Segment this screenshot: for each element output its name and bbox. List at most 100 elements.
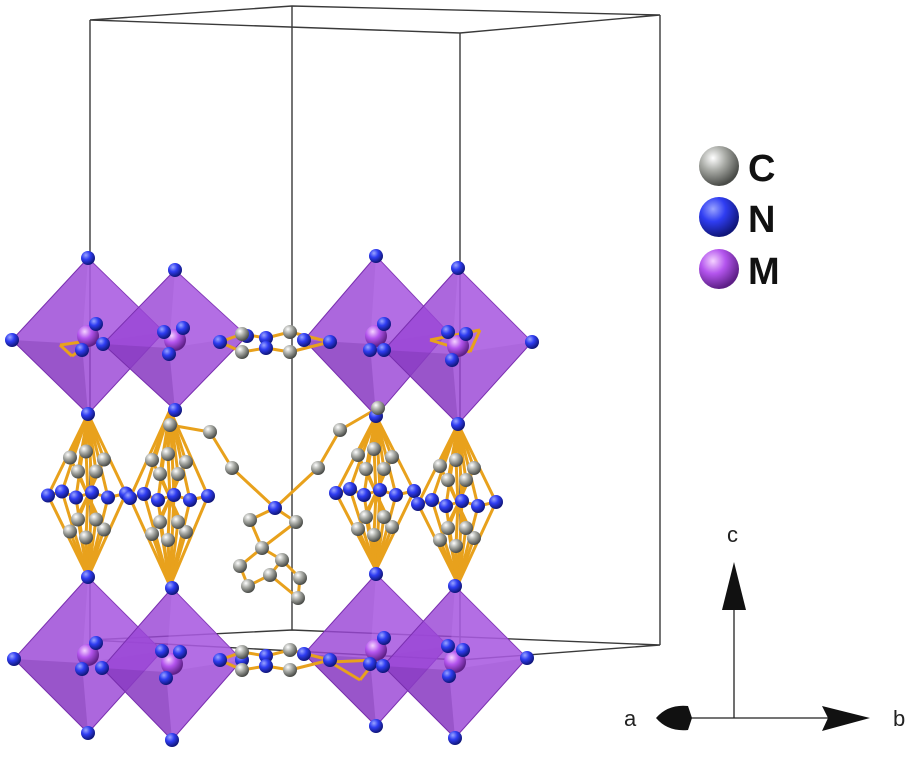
bond [150, 409, 172, 461]
nitrogen-atom [369, 719, 383, 733]
octahedron-face [383, 666, 455, 738]
nitrogen-atom [451, 417, 465, 431]
bond [76, 519, 90, 578]
nitrogen-atom [259, 659, 273, 673]
carbon-atom [367, 442, 381, 456]
nitrogen-atom [439, 499, 453, 513]
nitrogen-atom [297, 647, 311, 661]
nitrogen-atom [329, 486, 343, 500]
carbon-atom [171, 467, 185, 481]
bond [374, 526, 394, 571]
nitrogen-atom [456, 643, 470, 657]
carbon-atom [283, 325, 297, 339]
carbon-atom [63, 524, 77, 539]
carbon-atom [71, 512, 85, 527]
carbon-atom [255, 541, 269, 555]
nitrogen-atom [441, 325, 455, 339]
bond [329, 660, 361, 682]
bond [316, 429, 342, 469]
bond [372, 492, 378, 536]
nitrogen-atom [411, 497, 425, 511]
carbon-atom [97, 452, 111, 467]
c-axis-arrow-icon [722, 562, 746, 610]
nitrogen-atom [441, 639, 455, 653]
carbon-atom [449, 539, 463, 553]
bond [438, 423, 460, 467]
carbon-atom [467, 531, 481, 545]
unit-cell [89, 5, 661, 661]
carbon-atom [459, 473, 473, 487]
bond [374, 415, 386, 470]
bond [150, 533, 172, 587]
nitrogen-atom [101, 490, 115, 505]
nitrogen-atom [173, 645, 187, 659]
nitrogen-atom [213, 653, 227, 667]
carbon-atom [161, 447, 175, 461]
nitrogen-atom [165, 581, 179, 595]
carbon-atom [97, 522, 111, 537]
axis-label-b: b [893, 706, 905, 731]
carbon-atom [377, 462, 391, 476]
nitrogen-atom [489, 495, 503, 509]
nitrogen-atom [81, 726, 95, 740]
bond [128, 497, 172, 587]
carbon-atom [145, 527, 159, 541]
carbon-atom [153, 467, 167, 481]
nitrogen-atom [407, 484, 421, 498]
carbon-atom [359, 462, 373, 476]
carbon-atom [359, 510, 373, 524]
carbon-atom [433, 533, 447, 547]
nitrogen-atom [259, 649, 273, 663]
carbon-atom [235, 327, 249, 341]
nitrogen-atom [520, 651, 534, 665]
carbon-atom [371, 401, 385, 415]
nitrogen-atom [5, 333, 19, 347]
carbon-atom [241, 579, 255, 593]
atoms-layer [5, 249, 539, 747]
axis-label-a: a [624, 706, 637, 731]
nitrogen-atom [369, 249, 383, 263]
carbon-atom [283, 643, 297, 657]
bond [168, 521, 180, 587]
nitrogen-atom [448, 731, 462, 745]
carbon-atom [145, 453, 159, 467]
carbon-atom [263, 568, 277, 582]
bond [166, 497, 172, 541]
carbon-atom [225, 461, 239, 475]
carbon-atom [441, 473, 455, 487]
nitrogen-atom [448, 579, 462, 593]
metal-atom-icon [699, 249, 739, 289]
nitrogen-atom [81, 251, 95, 265]
carbon-atom [235, 663, 249, 677]
nitrogen-atom [81, 570, 95, 584]
nitrogen-atom [259, 341, 273, 355]
carbon-atom [153, 515, 167, 529]
bond [86, 519, 98, 578]
nitrogen-atom [268, 501, 282, 515]
carbon-atom-icon [699, 146, 739, 186]
carbon-atom [311, 461, 325, 475]
a-axis-arrow-icon [656, 705, 692, 731]
nitrogen-atom [69, 490, 83, 505]
bond [273, 466, 320, 510]
bond [86, 413, 98, 472]
carbon-atom [171, 515, 185, 529]
carbon-atom [385, 520, 399, 534]
bond [456, 527, 468, 585]
bond [58, 343, 74, 358]
carbon-atom [275, 553, 289, 567]
nitrogen-atom [377, 317, 391, 331]
bond [446, 527, 460, 585]
nitrogen-atom [213, 335, 227, 349]
nitrogen-atom [123, 491, 137, 505]
carbon-atom [233, 559, 247, 573]
axis-label-c: c [727, 522, 738, 547]
carbon-atom [291, 591, 305, 605]
bond [456, 423, 476, 469]
nitrogen-atom [75, 662, 89, 676]
nitrogen-atom [81, 407, 95, 421]
legend-item-n: N [699, 197, 775, 241]
carbon-atom [243, 513, 257, 527]
carbon-atom [235, 645, 249, 659]
nitrogen-atom [157, 325, 171, 339]
